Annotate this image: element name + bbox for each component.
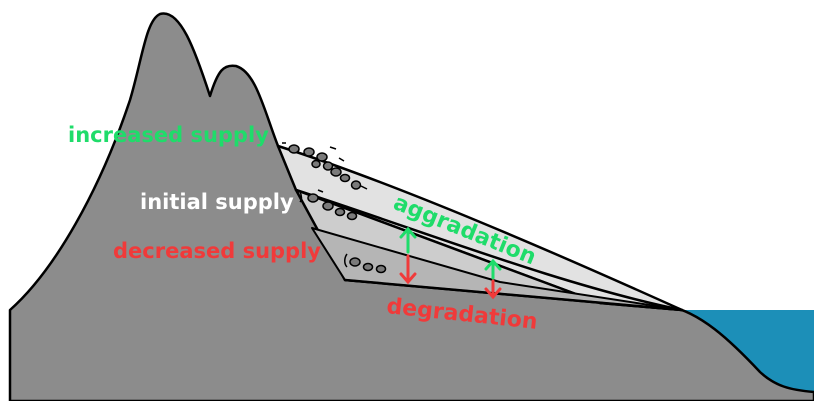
pebbles-decreased <box>344 253 348 268</box>
boulders-initial <box>307 193 358 221</box>
aggradation-arrow-left <box>399 226 417 254</box>
sea-water <box>682 310 814 392</box>
pebbles-initial <box>299 189 351 209</box>
label-initial-supply: initial supply <box>140 190 294 214</box>
aggradation-arrows <box>399 226 502 280</box>
decreased-profile-line <box>344 278 683 312</box>
degradation-arrow-left <box>399 254 417 285</box>
aggradation-arrow-right <box>484 258 502 280</box>
boulders-decreased <box>349 257 387 274</box>
label-decreased-supply: decreased supply <box>113 239 321 263</box>
degradation-arrows <box>399 254 502 300</box>
degradation-arrow-right <box>484 279 502 300</box>
boulders-increased <box>288 144 362 190</box>
label-increased-supply: increased supply <box>68 123 269 147</box>
increased-supply-wedge <box>276 144 684 312</box>
pebbles-increased <box>282 142 368 190</box>
